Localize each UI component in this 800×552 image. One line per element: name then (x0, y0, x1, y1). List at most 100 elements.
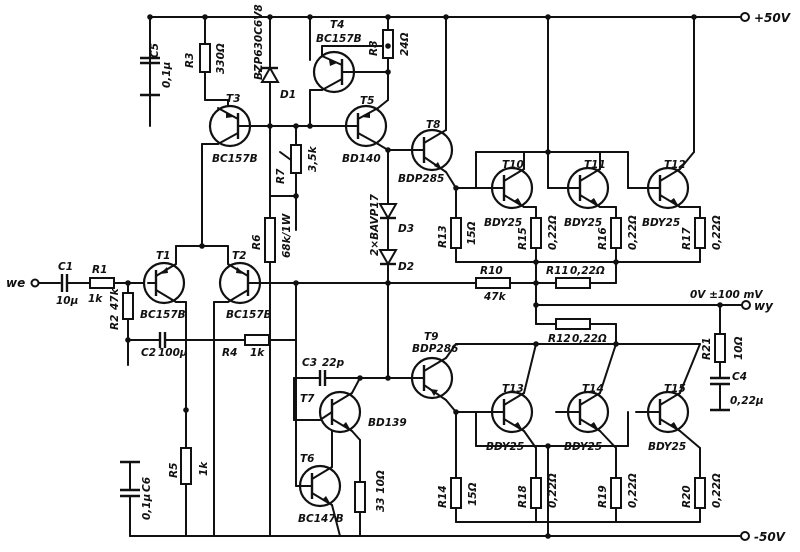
svg-text:R2: R2 (109, 315, 121, 330)
resistor-r3: R3 330Ω (184, 43, 227, 74)
svg-text:BZP630C6V8: BZP630C6V8 (253, 4, 265, 80)
transistor-t4: T4 BC157B (312, 19, 389, 94)
svg-text:0,22Ω: 0,22Ω (572, 333, 607, 345)
resistor-r7: R7 3,5k (275, 144, 319, 184)
positive-rail-terminal (740, 12, 750, 22)
svg-text:3,5k: 3,5k (307, 145, 319, 172)
resistor-r11: R11 0,22Ω (546, 265, 605, 289)
svg-text:BC157B: BC157B (212, 153, 258, 165)
svg-text:D3: D3 (398, 223, 414, 235)
transistor-t10: T10 BDY25 (484, 159, 534, 229)
resistor-r20: R20 0,22Ω (681, 473, 723, 509)
svg-text:T8: T8 (426, 119, 440, 131)
svg-text:R15: R15 (517, 227, 529, 250)
svg-text:BDY25: BDY25 (564, 217, 602, 229)
resistor-r18: R18 0,22Ω (517, 473, 559, 509)
svg-text:R18: R18 (517, 485, 529, 508)
svg-text:47k: 47k (109, 287, 121, 311)
svg-text:T5: T5 (360, 95, 374, 107)
svg-text:D1: D1 (280, 89, 296, 101)
resistor-r15: R15 0,22Ω (517, 215, 559, 250)
svg-text:R11: R11 (546, 265, 569, 277)
transistor-t5: T5 BD140 (339, 95, 388, 165)
transistor-t8: T8 BDP285 (398, 119, 454, 185)
transistor-t6: T6 BC147B (295, 453, 344, 525)
svg-text:R13: R13 (437, 225, 449, 248)
svg-text:BC157B: BC157B (316, 33, 362, 45)
resistor-r19: R19 0,22Ω (597, 473, 639, 509)
capacitor-c4: C4 0,22μ (710, 371, 764, 407)
svg-text:T13: T13 (502, 383, 524, 395)
input-label: we (6, 276, 25, 290)
svg-text:BD140: BD140 (342, 153, 381, 165)
zener-diode-d1: BZP630C6V8 D1 (253, 4, 296, 101)
svg-text:15Ω: 15Ω (467, 482, 479, 506)
svg-text:2×BAVP17: 2×BAVP17 (369, 193, 381, 256)
transistor-t11: T11 BDY25 (547, 159, 610, 229)
svg-text:C6: C6 (141, 477, 153, 492)
transistor-t1: T1 BC157B (140, 250, 186, 321)
svg-text:47k: 47k (483, 291, 507, 303)
svg-text:0,1μ: 0,1μ (161, 61, 173, 88)
svg-text:C5: C5 (149, 43, 161, 58)
svg-text:1k: 1k (88, 293, 103, 305)
output-terminal (741, 300, 751, 310)
resistor-r6: R6 68k/1W (251, 213, 293, 263)
transistor-t12: T12 BDY25 (627, 159, 690, 229)
svg-text:33 10Ω: 33 10Ω (375, 470, 387, 512)
svg-text:C3: C3 (302, 357, 317, 369)
svg-text:R16: R16 (597, 227, 609, 250)
svg-text:15Ω: 15Ω (466, 221, 478, 245)
svg-text:R19: R19 (597, 485, 609, 508)
svg-text:0,22Ω: 0,22Ω (570, 265, 605, 277)
svg-text:BC157B: BC157B (140, 309, 186, 321)
resistor-r4: R4 1k (222, 334, 270, 359)
transistor-t7: T7 BD139 (300, 390, 407, 434)
resistor-r12: R12 0,22Ω (548, 318, 607, 345)
svg-text:R12: R12 (548, 333, 571, 345)
capacitor-c1: C1 10μ (56, 261, 79, 307)
svg-text:22p: 22p (322, 357, 345, 369)
svg-text:0,22Ω: 0,22Ω (711, 473, 723, 508)
resistor-r10: R10 47k (475, 265, 511, 303)
svg-text:0,22Ω: 0,22Ω (627, 473, 639, 508)
svg-text:C1: C1 (58, 261, 73, 273)
svg-text:BDP286: BDP286 (412, 343, 458, 355)
svg-text:BDP285: BDP285 (398, 173, 444, 185)
svg-text:0,22Ω: 0,22Ω (547, 215, 559, 250)
input-terminal: we (6, 276, 40, 290)
svg-text:0,22Ω: 0,22Ω (547, 473, 559, 508)
negative-rail: -50V (129, 530, 787, 544)
svg-text:T4: T4 (330, 19, 344, 31)
capacitor-c6: C6 0,1μ (120, 460, 153, 520)
positive-rail-label: +50V (754, 11, 792, 25)
svg-text:BDY25: BDY25 (642, 217, 680, 229)
svg-text:T6: T6 (300, 453, 314, 465)
svg-text:R10: R10 (480, 265, 503, 277)
capacitor-c2: C2 100μ (141, 332, 188, 359)
transistor-t13: T13 BDY25 (486, 383, 534, 453)
svg-text:BC157B: BC157B (226, 309, 272, 321)
transistor-t3: T3 BC157B (208, 93, 271, 165)
svg-text:T14: T14 (582, 383, 604, 395)
svg-text:T2: T2 (232, 250, 246, 262)
svg-text:T10: T10 (502, 159, 524, 171)
resistor-r14: R14 15Ω (437, 477, 479, 509)
resistor-r21: R21 10Ω (701, 333, 745, 363)
svg-text:T3: T3 (226, 93, 240, 105)
svg-text:0,22Ω: 0,22Ω (711, 215, 723, 250)
transistor-t9: T9 BDP286 (409, 331, 458, 401)
svg-text:24Ω: 24Ω (399, 32, 411, 56)
svg-text:T7: T7 (300, 393, 315, 405)
svg-text:R4: R4 (222, 347, 237, 359)
transistor-t2: T2 BC157B (218, 250, 272, 321)
negative-rail-terminal (740, 531, 750, 541)
svg-text:D2: D2 (398, 261, 414, 273)
transistor-t14: T14 BDY25 (555, 383, 610, 453)
svg-text:BDY25: BDY25 (564, 441, 602, 453)
svg-text:R8: R8 (368, 41, 380, 56)
resistor-r13: R13 15Ω (437, 217, 478, 249)
svg-text:R14: R14 (437, 485, 449, 508)
negative-rail-label: -50V (754, 530, 787, 544)
